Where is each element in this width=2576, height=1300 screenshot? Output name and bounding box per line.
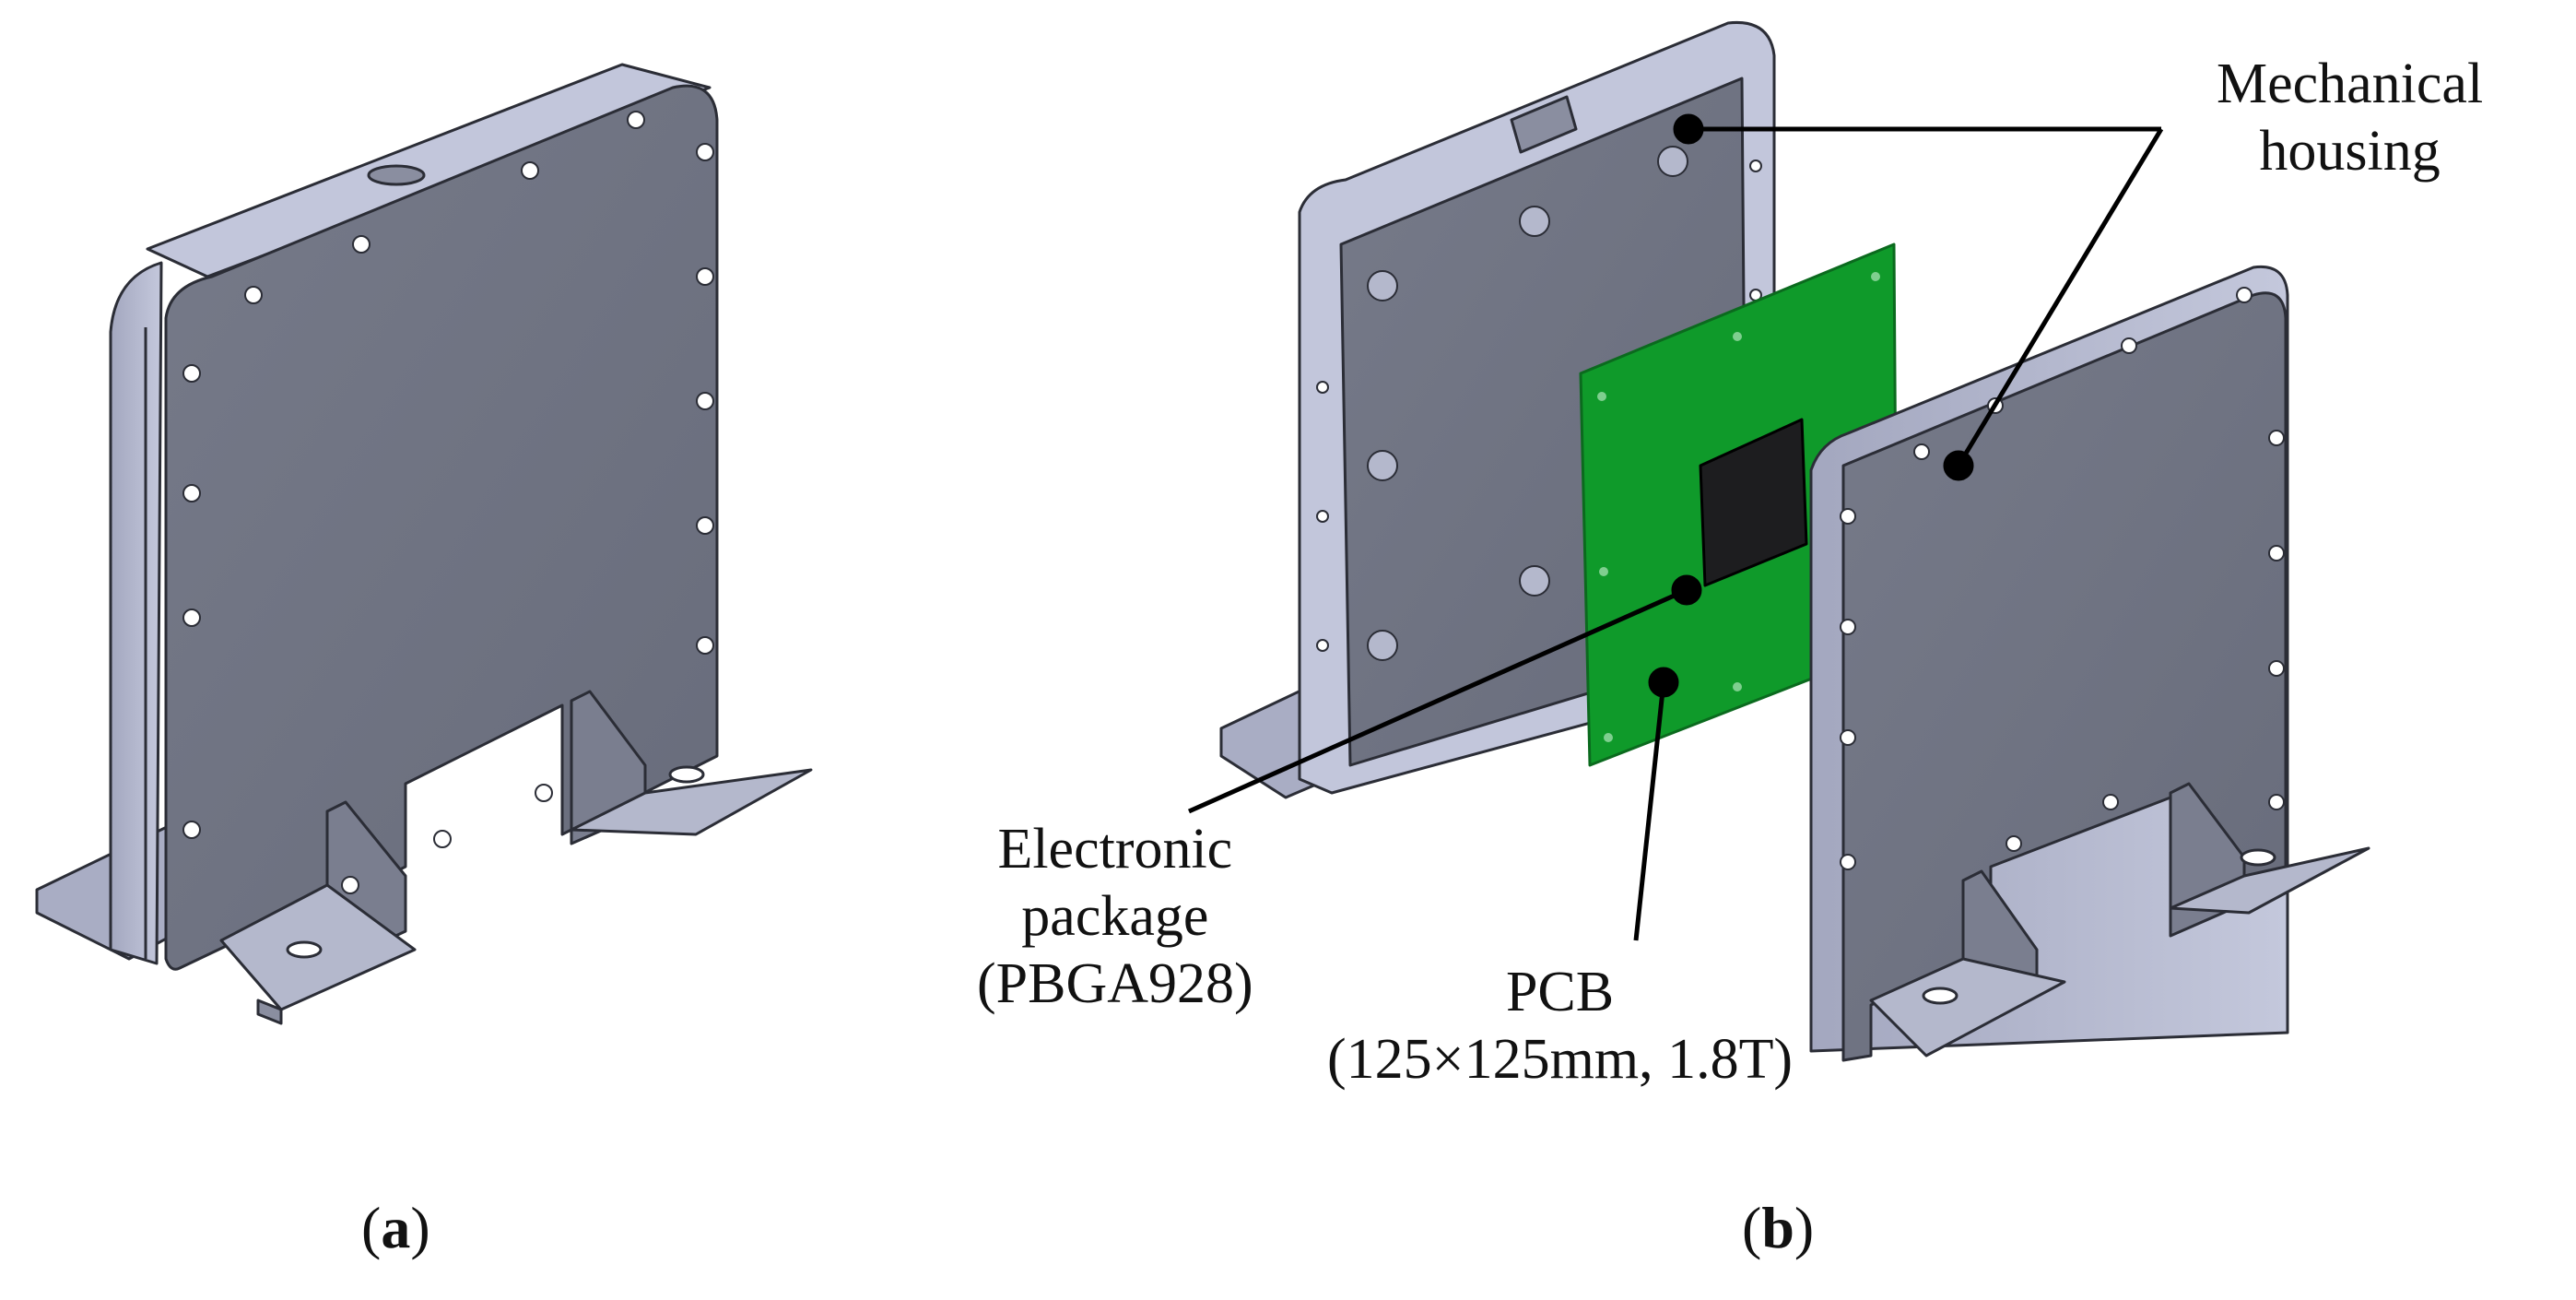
- leader-package: [1187, 587, 1688, 814]
- assembled-housing: [35, 63, 813, 1025]
- front-housing: [1809, 265, 2370, 1062]
- label-electronic-package: Electronic package (PBGA928): [977, 818, 1253, 1016]
- leader-lines: [1187, 113, 2164, 941]
- label-mechanical-housing: Mechanical housing: [2217, 53, 2484, 183]
- subfigure-label-b: (b): [1742, 1195, 1815, 1260]
- housing-a-top: [146, 63, 712, 278]
- back-housing-standoffs: [1367, 146, 1688, 661]
- housing-a-bolt-holes: [182, 111, 714, 894]
- housing-a-side: [109, 261, 163, 965]
- subfigure-label-a: (a): [361, 1195, 430, 1260]
- label-pcb: PCB (125×125mm, 1.8T): [1327, 961, 1794, 1092]
- leader-pcb: [1633, 681, 1666, 941]
- electronic-package: [1699, 418, 1808, 587]
- leader-housing-front: [1956, 127, 2164, 467]
